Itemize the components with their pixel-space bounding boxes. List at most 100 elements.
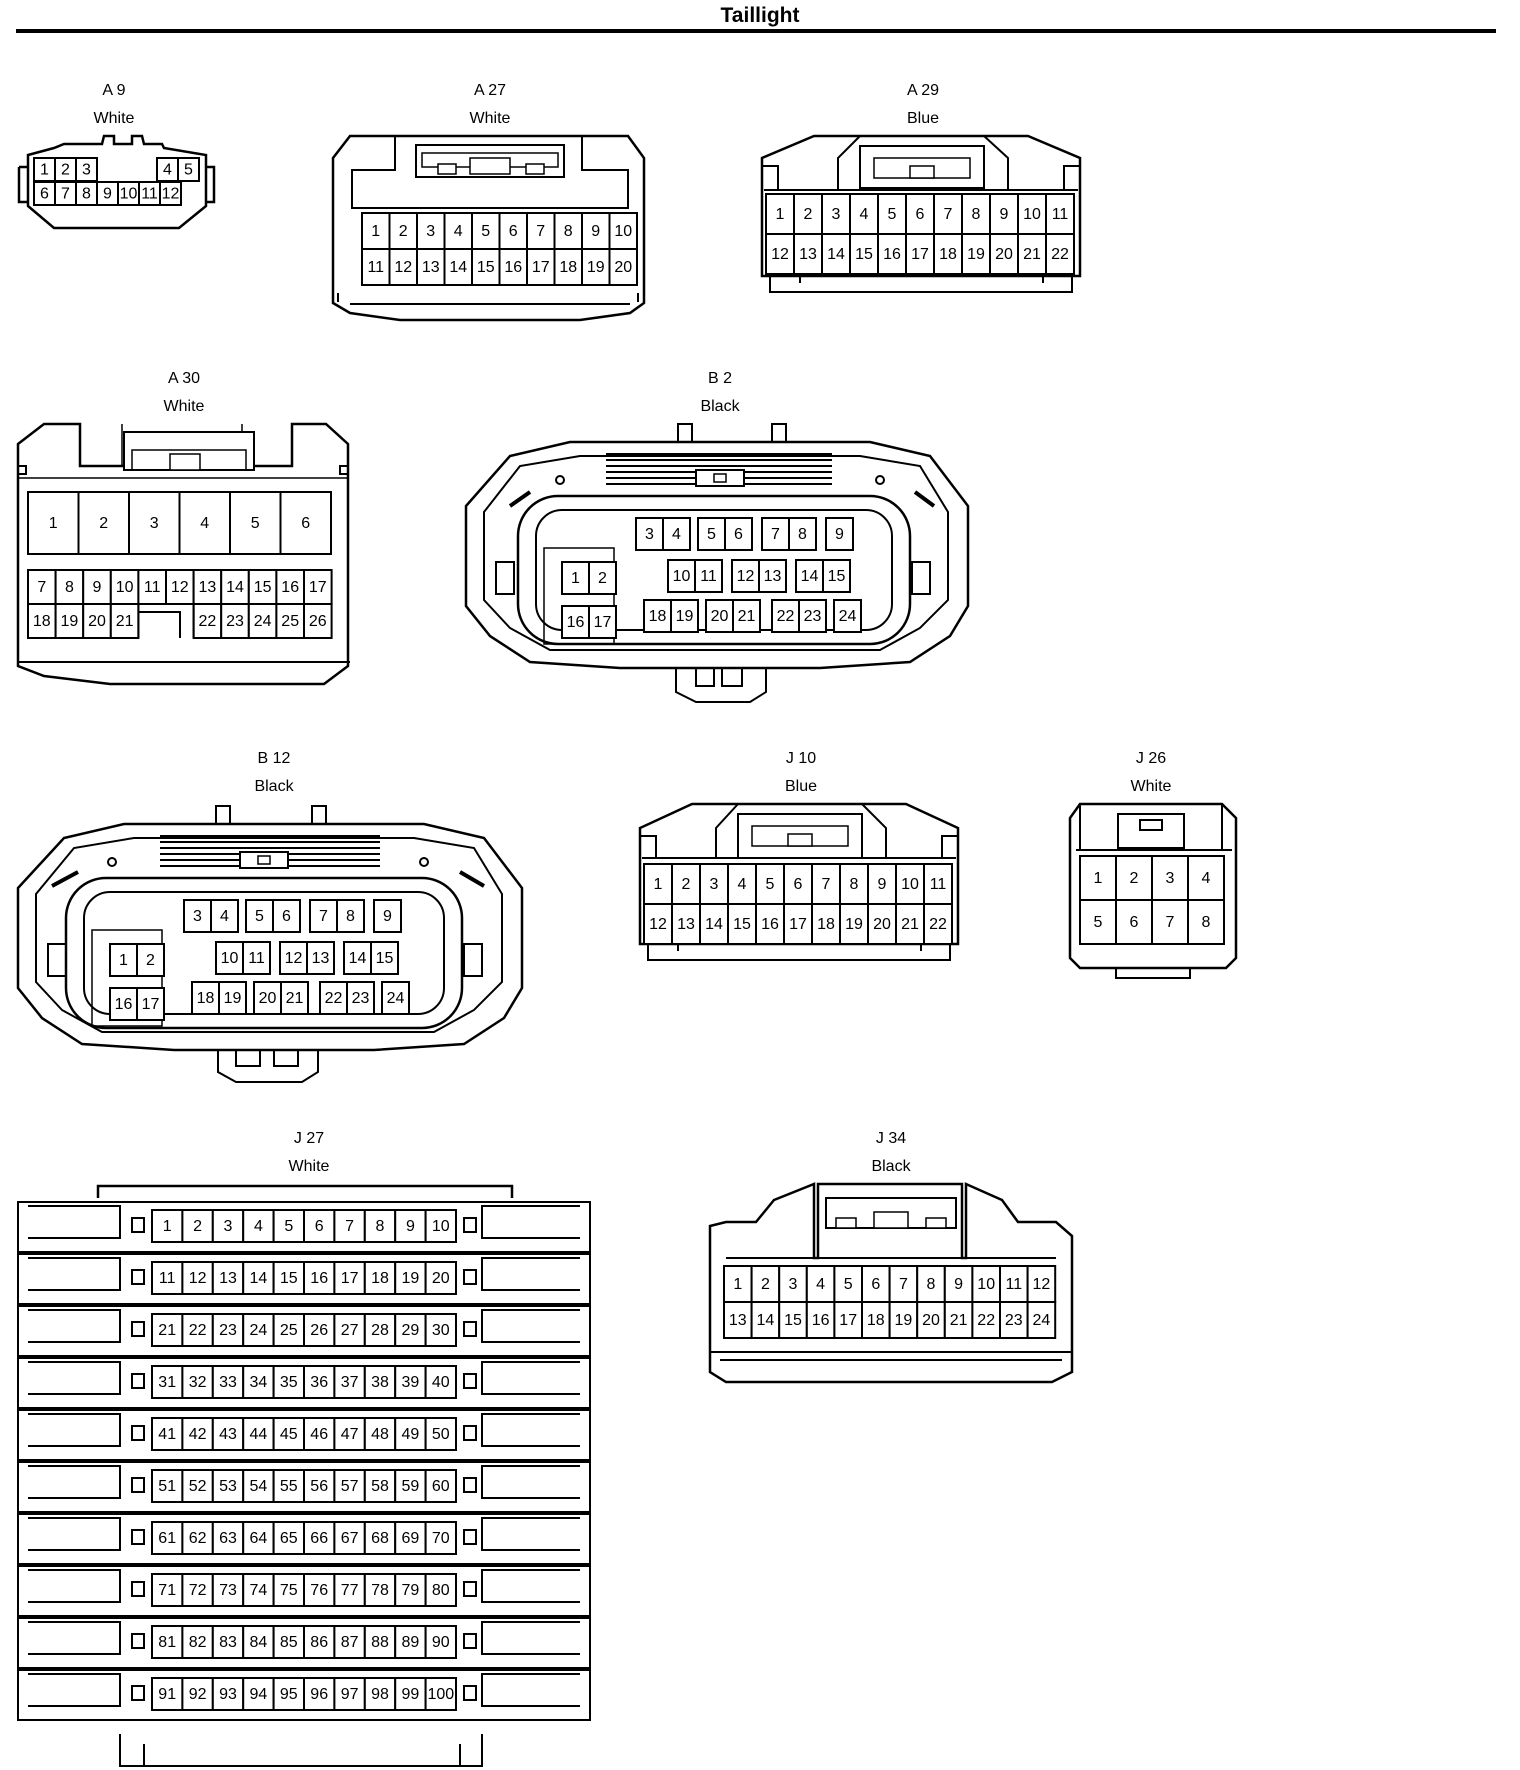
pin-cell: 75	[272, 1573, 306, 1607]
pin-cell: 14	[699, 903, 729, 945]
pin-cell: 18	[933, 233, 963, 275]
pin-cell: 23	[999, 1301, 1029, 1339]
pin-number: 21	[158, 1322, 176, 1339]
pin-cell: 77	[333, 1573, 366, 1607]
pin-cell: 21	[280, 981, 309, 1015]
pin-cell: 18	[27, 603, 57, 639]
pin-cell: 21	[895, 903, 925, 945]
pin-cell: 12	[279, 941, 308, 975]
pin-cell: 2	[388, 212, 418, 250]
pin-number: 13	[799, 246, 817, 263]
pin-cell: 10	[608, 212, 638, 250]
pin-number: 17	[594, 614, 612, 631]
pin-cell: 23	[346, 981, 375, 1015]
pin-cell: 6	[498, 212, 528, 250]
pin-number: 19	[676, 608, 694, 625]
pin-number: 25	[280, 1322, 298, 1339]
pin-number: 2	[399, 223, 408, 240]
pin-cell: 85	[272, 1625, 306, 1659]
pin-number: 48	[371, 1426, 389, 1443]
pin-cell: 7	[526, 212, 556, 250]
pin-cell: 5	[471, 212, 501, 250]
pin-cell: 6	[272, 899, 301, 933]
pin-cell: 12	[388, 248, 418, 286]
pin-number: 56	[310, 1478, 328, 1495]
pin-number: 68	[371, 1530, 389, 1547]
pin-number: 18	[559, 259, 577, 276]
pin-number: 82	[189, 1634, 207, 1651]
pin-cell: 14	[343, 941, 372, 975]
pin-cell: 11	[242, 941, 271, 975]
pin-cell: 17	[136, 987, 165, 1021]
pin-cell: 29	[394, 1313, 427, 1347]
pin-cell: 19	[888, 1301, 919, 1339]
pin-number: 5	[1094, 914, 1103, 931]
pin-number: 10	[673, 568, 691, 585]
pin-cell: 11	[923, 863, 953, 905]
pin-number: 11	[248, 950, 265, 967]
pin-number: 66	[310, 1530, 328, 1547]
pin-number: 73	[219, 1582, 237, 1599]
pin-number: 21	[950, 1312, 968, 1329]
pin-number: 58	[371, 1478, 389, 1495]
pin-number: 87	[341, 1634, 359, 1651]
pin-number: 19	[224, 990, 242, 1007]
pin-number: 88	[371, 1634, 389, 1651]
title-rule	[16, 29, 1496, 33]
pin-number: 5	[251, 515, 260, 532]
pin-cell: 65	[272, 1521, 306, 1555]
pin-cell: 24	[833, 599, 862, 633]
pin-number: 8	[927, 1276, 936, 1293]
pin-number: 70	[432, 1530, 450, 1547]
pin-cell: 18	[643, 599, 672, 633]
pin-cell: 12	[165, 569, 195, 605]
pin-cell: 13	[416, 248, 446, 286]
pin-cell: 18	[811, 903, 841, 945]
pin-number: 11	[930, 876, 947, 893]
pin-cell: 2	[671, 863, 701, 905]
pin-number: 10	[1023, 206, 1041, 223]
pin-number: 7	[319, 908, 328, 925]
connector-id: A 9	[102, 82, 126, 99]
pin-cell: 20	[705, 599, 734, 633]
pin-number: 13	[312, 950, 330, 967]
pin-cell: 96	[303, 1677, 336, 1711]
pin-number: 4	[672, 526, 681, 543]
pin-cell: 16	[561, 605, 590, 639]
pin-cell: 26	[303, 1313, 336, 1347]
pin-number: 60	[432, 1478, 450, 1495]
pin-number: 79	[402, 1582, 420, 1599]
pin-cell: 3	[211, 1209, 245, 1243]
pin-cell: 7	[54, 181, 77, 206]
connector-color: Black	[700, 398, 740, 415]
pin-cell: 22	[771, 599, 800, 633]
pin-number: 1	[776, 206, 785, 223]
pin-cell: 50	[424, 1417, 458, 1451]
pin-number: 21	[1023, 246, 1041, 263]
pin-cell: 73	[211, 1573, 245, 1607]
pin-cell: 6	[783, 863, 813, 905]
pin-number: 3	[789, 1276, 798, 1293]
pin-cell: 10	[109, 569, 140, 605]
pin-cell: 88	[363, 1625, 397, 1659]
pin-cell: 24	[247, 603, 278, 639]
pin-cell: 4	[662, 517, 691, 551]
pin-cell: 13	[758, 559, 787, 593]
pin-number: 4	[1202, 870, 1211, 887]
pin-cell: 24	[1026, 1301, 1057, 1339]
pin-cell: 98	[363, 1677, 397, 1711]
pin-cell: 15	[272, 1261, 306, 1295]
pin-number: 14	[801, 568, 819, 585]
pin-number: 7	[1166, 914, 1175, 931]
pin-cell: 4	[242, 1209, 275, 1243]
pin-cell: 5	[755, 863, 785, 905]
pin-cell: 15	[778, 1301, 808, 1339]
pin-number: 4	[816, 1276, 825, 1293]
pin-number: 22	[977, 1312, 995, 1329]
pin-number: 17	[839, 1312, 857, 1329]
pin-cell: 4	[210, 899, 239, 933]
pin-cell: 12	[1026, 1265, 1057, 1303]
pin-number: 6	[734, 526, 743, 543]
